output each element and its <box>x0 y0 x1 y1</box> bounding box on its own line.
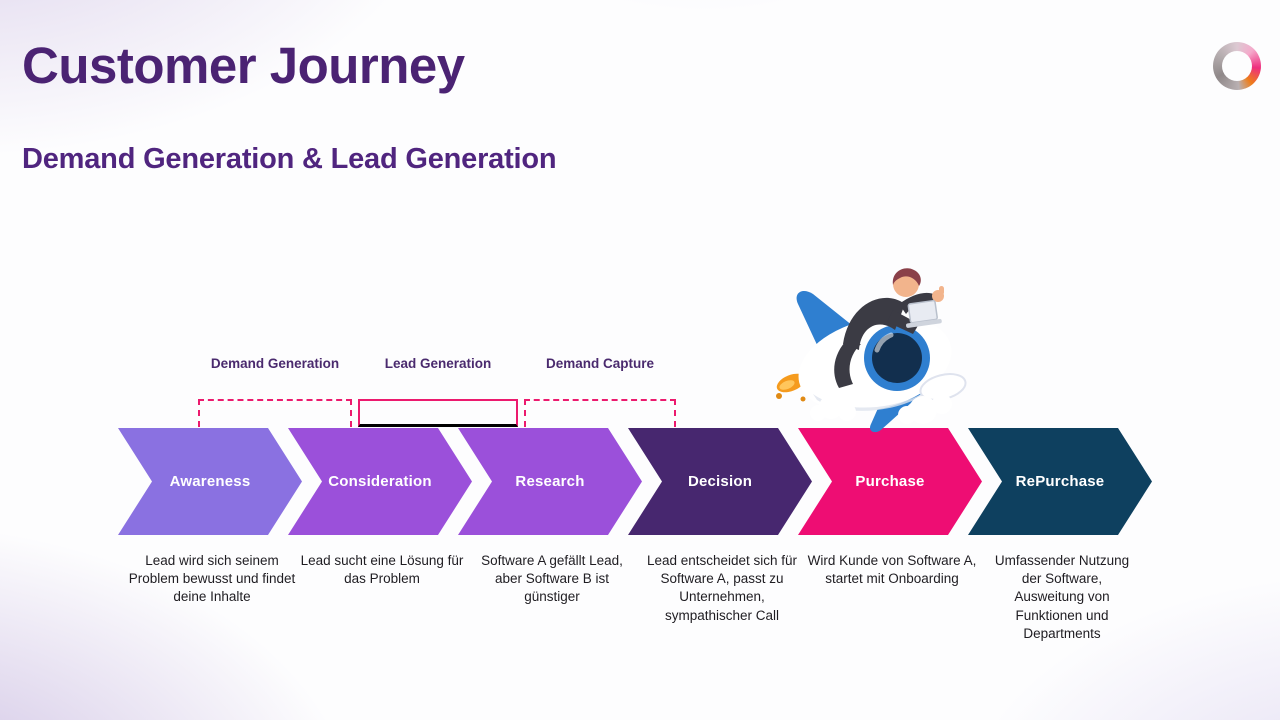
stage-repurchase: RePurchase <box>968 428 1152 535</box>
phase-label-demand-capture: Demand Capture <box>545 356 655 371</box>
stage-description-repurchase: Umfassender Nutzung der Software, Auswei… <box>994 553 1130 641</box>
stage-description-awareness: Lead wird sich seinem Problem bewusst un… <box>128 553 296 605</box>
journey-stage-row: Awareness Consideration Research Decisio… <box>118 428 1152 535</box>
stage-purchase: Purchase <box>798 428 982 535</box>
bracket-demand-generation <box>198 399 352 427</box>
page-subtitle: Demand Generation & Lead Generation <box>22 143 557 175</box>
phase-label-lead-generation: Lead Generation <box>384 356 492 371</box>
stage-description-decision: Lead entscheidet sich für Software A, pa… <box>646 553 798 623</box>
stage-description-consideration: Lead sucht eine Lösung für das Problem <box>300 553 464 587</box>
bracket-demand-capture <box>524 399 676 427</box>
stage-decision: Decision <box>628 428 812 535</box>
stage-awareness: Awareness <box>118 428 302 535</box>
stage-consideration: Consideration <box>288 428 472 535</box>
bracket-lead-generation <box>358 399 518 427</box>
stage-description-research: Software A gefällt Lead, aber Software B… <box>481 553 623 605</box>
rocket-icon <box>776 268 967 433</box>
man-riding-rocket-illustration <box>773 244 973 434</box>
stage-research: Research <box>458 428 642 535</box>
stage-description-purchase: Wird Kunde von Software A, startet mit O… <box>807 553 977 587</box>
brand-ring-logo-icon <box>1213 42 1261 90</box>
page-title: Customer Journey <box>22 37 465 94</box>
phase-label-demand-generation: Demand Generation <box>210 356 340 371</box>
